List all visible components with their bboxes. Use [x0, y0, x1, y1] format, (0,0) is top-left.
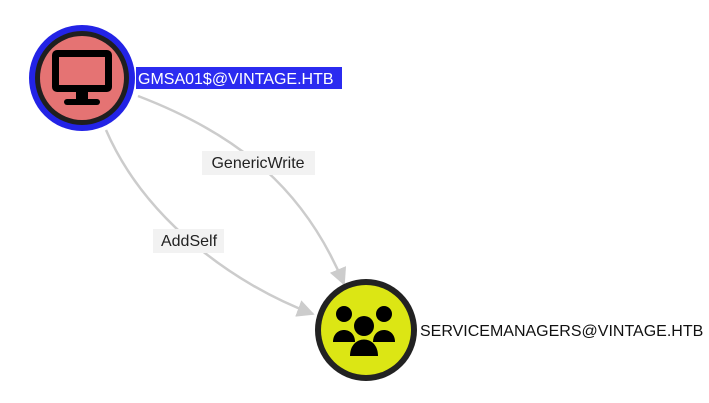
edge-genericwrite-label: GenericWrite: [211, 155, 304, 172]
edge-genericwrite[interactable]: GenericWrite: [137, 94, 347, 286]
node-computer-label-bg: [136, 67, 342, 89]
edge-addself-label-bg: [153, 229, 224, 253]
users-group-icon: [333, 306, 395, 356]
edge-addself-label: AddSelf: [161, 233, 218, 250]
node-computer-label: GMSA01$@VINTAGE.HTB: [138, 71, 334, 88]
node-group[interactable]: SERVICEMANAGERS@VINTAGE.HTB: [315, 279, 703, 381]
edge-genericwrite-line[interactable]: [137, 94, 347, 286]
edge-genericwrite-label-bg: [202, 151, 315, 175]
edge-addself[interactable]: AddSelf: [104, 129, 315, 317]
node-group-label: SERVICEMANAGERS@VINTAGE.HTB: [420, 323, 703, 340]
node-computer[interactable]: GMSA01$@VINTAGE.HTB: [29, 25, 342, 131]
monitor-icon: [52, 50, 112, 105]
